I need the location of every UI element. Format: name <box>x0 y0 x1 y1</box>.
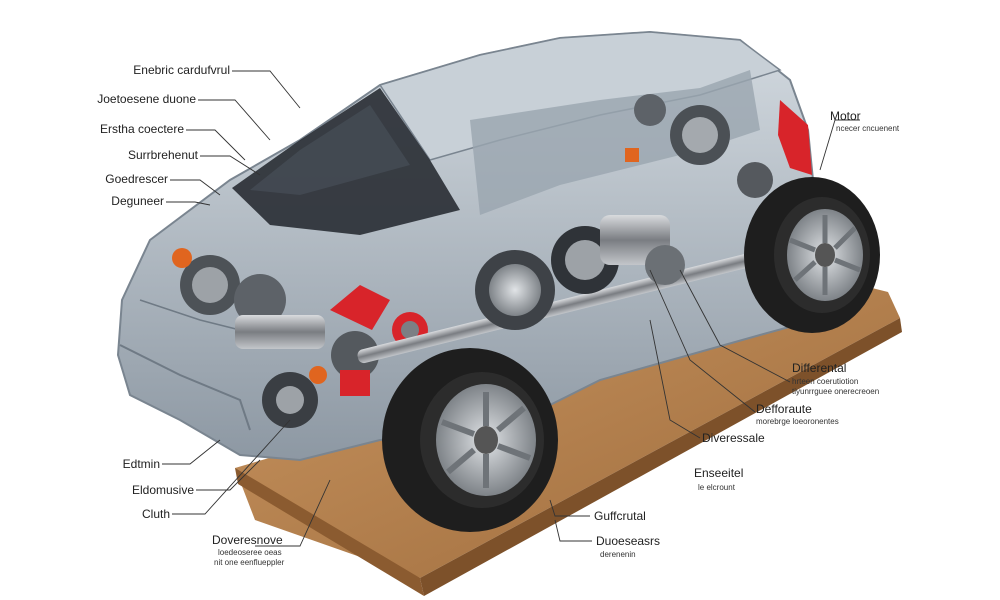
car-body <box>116 30 816 462</box>
label-motor: Motor <box>830 109 861 123</box>
rear-wheel <box>744 177 880 333</box>
label-motor-sub: ncecer cncuenent <box>836 124 900 133</box>
label-enseeitel: Enseeitel <box>694 466 744 480</box>
label-left-3: Erstha coectere <box>99 122 184 136</box>
label-left-5: Goedrescer <box>105 172 168 186</box>
front-wheel <box>382 348 558 532</box>
label-doveresnove: Doveresnove <box>212 533 283 547</box>
label-enseeitel-sub: le elcrount <box>698 483 735 492</box>
label-guffcrutal: Guffcrutal <box>594 509 646 523</box>
label-left-1: Enebric cardufvrul <box>133 63 230 77</box>
engine-components <box>172 248 428 428</box>
label-differential-sub1: hrteen coerutiotion <box>792 377 859 386</box>
label-differential-sub2: tiyunrrguee onerecreoen <box>792 387 880 396</box>
label-differential: Differental <box>792 361 847 375</box>
label-eldomusive: Eldomusive <box>131 483 194 497</box>
label-differate: Defforaute <box>756 402 812 416</box>
label-left-2: Joetoesene duone <box>97 92 196 106</box>
label-edtmin: Edtmin <box>122 457 160 471</box>
label-left-4: Surrbrehenut <box>127 148 198 162</box>
wooden-base <box>235 285 902 596</box>
label-left-6: Deguneer <box>111 194 164 208</box>
label-differate-sub: morebrge loeoronentes <box>756 417 839 426</box>
leader-lines <box>162 70 860 547</box>
label-duoeseasrs: Duoeseasrs <box>596 534 661 548</box>
label-doveresnove-sub2: nit one eenflueppler <box>214 558 285 567</box>
label-diveressale: Diveressale <box>702 431 765 445</box>
label-duoeseasrs-sub: derenenin <box>600 550 636 559</box>
driveshaft-assembly <box>357 94 776 364</box>
label-doveresnove-sub1: loedeoseree oeas <box>218 548 282 557</box>
label-cluth: Cluth <box>141 507 170 521</box>
